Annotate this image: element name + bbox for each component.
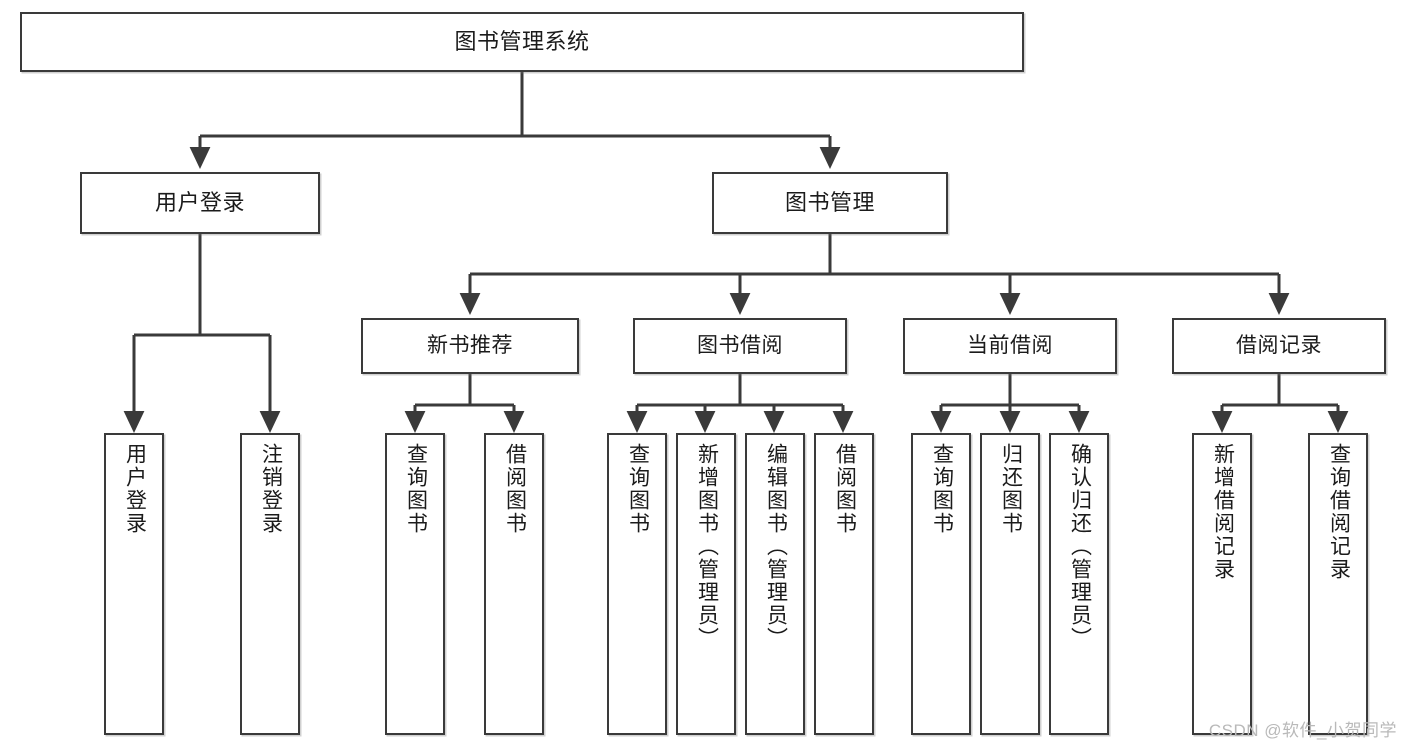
node-label: 图书借阅 <box>697 333 783 357</box>
csdn-watermark: CSDN @软件_小贺同学 <box>1208 721 1397 740</box>
node-label: 图书管理系统 <box>454 29 590 55</box>
leaf-borrow-books-borrowing[interactable]: 借阅图书 <box>814 433 874 735</box>
leaf-logout[interactable]: 注销登录 <box>240 433 300 735</box>
node-label: 编辑图书（管理员） <box>764 443 788 650</box>
node-label: 查询借阅记录 <box>1327 443 1351 581</box>
node-label: 借阅记录 <box>1236 333 1322 357</box>
node-root-book-management-system[interactable]: 图书管理系统 <box>20 12 1024 72</box>
node-book-borrowing[interactable]: 图书借阅 <box>633 318 847 374</box>
node-current-borrowing[interactable]: 当前借阅 <box>903 318 1117 374</box>
node-label: 查询图书 <box>626 443 650 535</box>
leaf-borrow-books-recommendation[interactable]: 借阅图书 <box>484 433 544 735</box>
leaf-user-login[interactable]: 用户登录 <box>104 433 164 735</box>
leaf-query-books-current[interactable]: 查询图书 <box>911 433 971 735</box>
node-label: 新书推荐 <box>427 333 513 357</box>
node-user-login[interactable]: 用户登录 <box>80 172 320 234</box>
leaf-add-book-admin[interactable]: 新增图书（管理员） <box>676 433 736 735</box>
node-book-management[interactable]: 图书管理 <box>712 172 948 234</box>
node-label: 确认归还（管理员） <box>1068 443 1092 650</box>
node-new-book-recommendation[interactable]: 新书推荐 <box>361 318 579 374</box>
leaf-query-books-recommendation[interactable]: 查询图书 <box>385 433 445 735</box>
leaf-return-books[interactable]: 归还图书 <box>980 433 1040 735</box>
leaf-edit-book-admin[interactable]: 编辑图书（管理员） <box>745 433 805 735</box>
node-label: 注销登录 <box>259 443 283 535</box>
node-label: 归还图书 <box>999 443 1023 535</box>
node-label: 新增借阅记录 <box>1211 443 1235 581</box>
leaf-query-borrow-record[interactable]: 查询借阅记录 <box>1308 433 1368 735</box>
leaf-confirm-return-admin[interactable]: 确认归还（管理员） <box>1049 433 1109 735</box>
node-borrow-records[interactable]: 借阅记录 <box>1172 318 1386 374</box>
node-label: 借阅图书 <box>503 443 527 535</box>
node-label: 新增图书（管理员） <box>695 443 719 650</box>
node-label: 当前借阅 <box>967 333 1053 357</box>
node-label: 借阅图书 <box>833 443 857 535</box>
node-label: 用户登录 <box>123 443 147 535</box>
node-label: 查询图书 <box>930 443 954 535</box>
node-label: 查询图书 <box>404 443 428 535</box>
leaf-query-books-borrowing[interactable]: 查询图书 <box>607 433 667 735</box>
node-label: 图书管理 <box>784 190 875 216</box>
node-label: 用户登录 <box>154 190 245 216</box>
leaf-add-borrow-record[interactable]: 新增借阅记录 <box>1192 433 1252 735</box>
